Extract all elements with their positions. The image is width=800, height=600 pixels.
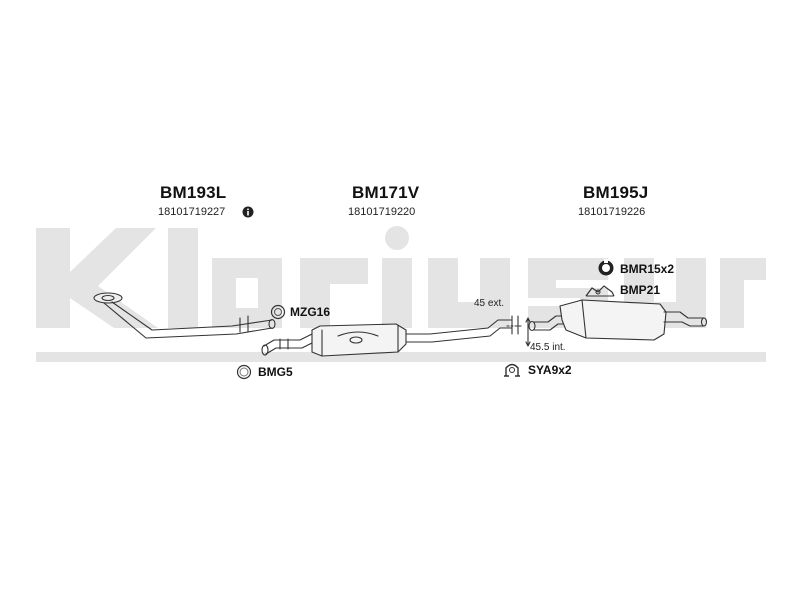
center-silencer [261, 319, 513, 357]
rear-silencer [528, 299, 708, 341]
clamp-ring-icon [270, 304, 286, 320]
bracket-icon [585, 285, 615, 297]
part-number-front-pipe: 18101719227 [158, 206, 226, 218]
mounting-clamp-icon [504, 363, 520, 377]
accessory-label-bmp21: BMP21 [620, 283, 661, 297]
accessory-label-mzg16: MZG16 [290, 305, 331, 319]
internal-diameter-label: 45.5 int. [530, 342, 566, 353]
gasket-ring-icon [236, 364, 252, 380]
part-code-front-pipe: BM193L [160, 183, 227, 202]
part-number-rear-silencer: 18101719226 [578, 206, 646, 218]
accessory-label-sya9x2: SYA9x2 [528, 363, 572, 377]
external-diameter-label: 45 ext. [474, 298, 505, 309]
accessory-label-bmr15x2: BMR15x2 [620, 262, 675, 276]
part-code-rear-silencer: BM195J [583, 183, 649, 202]
info-icon[interactable] [242, 206, 254, 218]
part-code-center-silencer: BM171V [352, 183, 420, 202]
part-number-center-silencer: 18101719220 [348, 206, 416, 218]
joint-dimension-marks [506, 315, 531, 347]
rubber-hanger-icon [598, 259, 614, 276]
front-pipe [93, 292, 276, 339]
accessory-label-bmg5: BMG5 [258, 365, 293, 379]
